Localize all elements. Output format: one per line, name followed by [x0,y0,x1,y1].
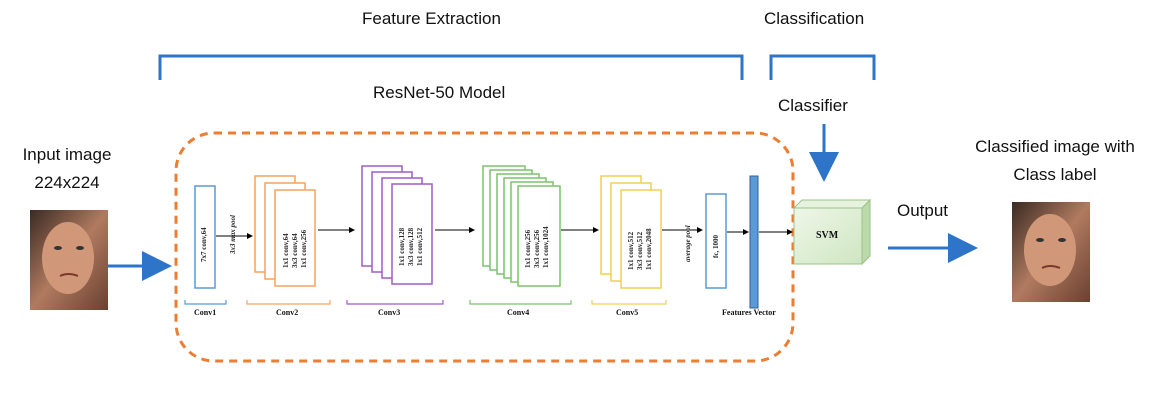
conv4-layer-2: 3x3 conv,256 [533,229,541,268]
conv5-stack [600,175,662,289]
classifier-title: Classifier [778,96,848,115]
model-title: ResNet-50 Model [373,83,506,102]
conv4-layer-1: 1x1 conv,256 [524,229,532,268]
conv1-block [194,185,216,289]
fc-block [705,193,727,289]
conv4-stack [482,165,561,287]
conv3-layer-2: 3x3 conv,128 [407,227,415,266]
svm-label: SVM [816,230,839,241]
features-vector-label: Features Vector [722,308,776,317]
output-title-line1: Classified image with [975,137,1135,156]
conv1-label: Conv1 [194,308,217,317]
output-title-line2: Class label [1013,165,1097,184]
svm-box [792,198,872,266]
conv2-layer-2: 3x3 conv,64 [291,233,299,268]
classification-title: Classification [764,9,865,28]
conv2-layer-1: 1x1 conv,64 [282,233,290,268]
maxpool-text: 3x3 max pool [229,215,237,254]
output-label: Output [897,201,949,220]
conv2-layer-3: 1x1 conv,256 [300,229,308,268]
input-label-line2: 224x224 [34,173,100,192]
conv5-label: Conv5 [616,308,639,317]
conv4-layer-3: 1x1 conv,1024 [542,226,550,268]
fc-layer-text: fc, 1000 [712,235,720,258]
resnet-model-box [174,131,795,363]
stage-brackets [184,300,667,305]
input-label-line1: Input image [22,145,112,164]
feature-extraction-title: Feature Extraction [362,9,501,28]
feature-extraction-bracket [158,54,744,80]
conv5-layer-3: 1x1 conv,2048 [645,228,653,270]
conv5-layer-2: 3x3 conv,512 [636,231,644,270]
output-face-image [1012,202,1090,302]
features-vector-bar [749,175,759,309]
conv5-layer-1: 1x1 conv,512 [627,231,635,270]
conv2-label: Conv2 [276,308,299,317]
classification-bracket [769,54,876,80]
avgpool-text: average pool [684,225,692,262]
conv3-layer-1: 1x1 conv,128 [398,227,406,266]
conv2-stack [254,175,316,287]
input-face-image [30,210,108,310]
conv3-layer-3: 1x1 conv,512 [416,227,424,266]
conv3-label: Conv3 [378,308,401,317]
conv4-label: Conv4 [507,308,530,317]
conv1-layer-text: 7x7 conv,64 [200,227,208,262]
conv3-stack [361,165,433,285]
